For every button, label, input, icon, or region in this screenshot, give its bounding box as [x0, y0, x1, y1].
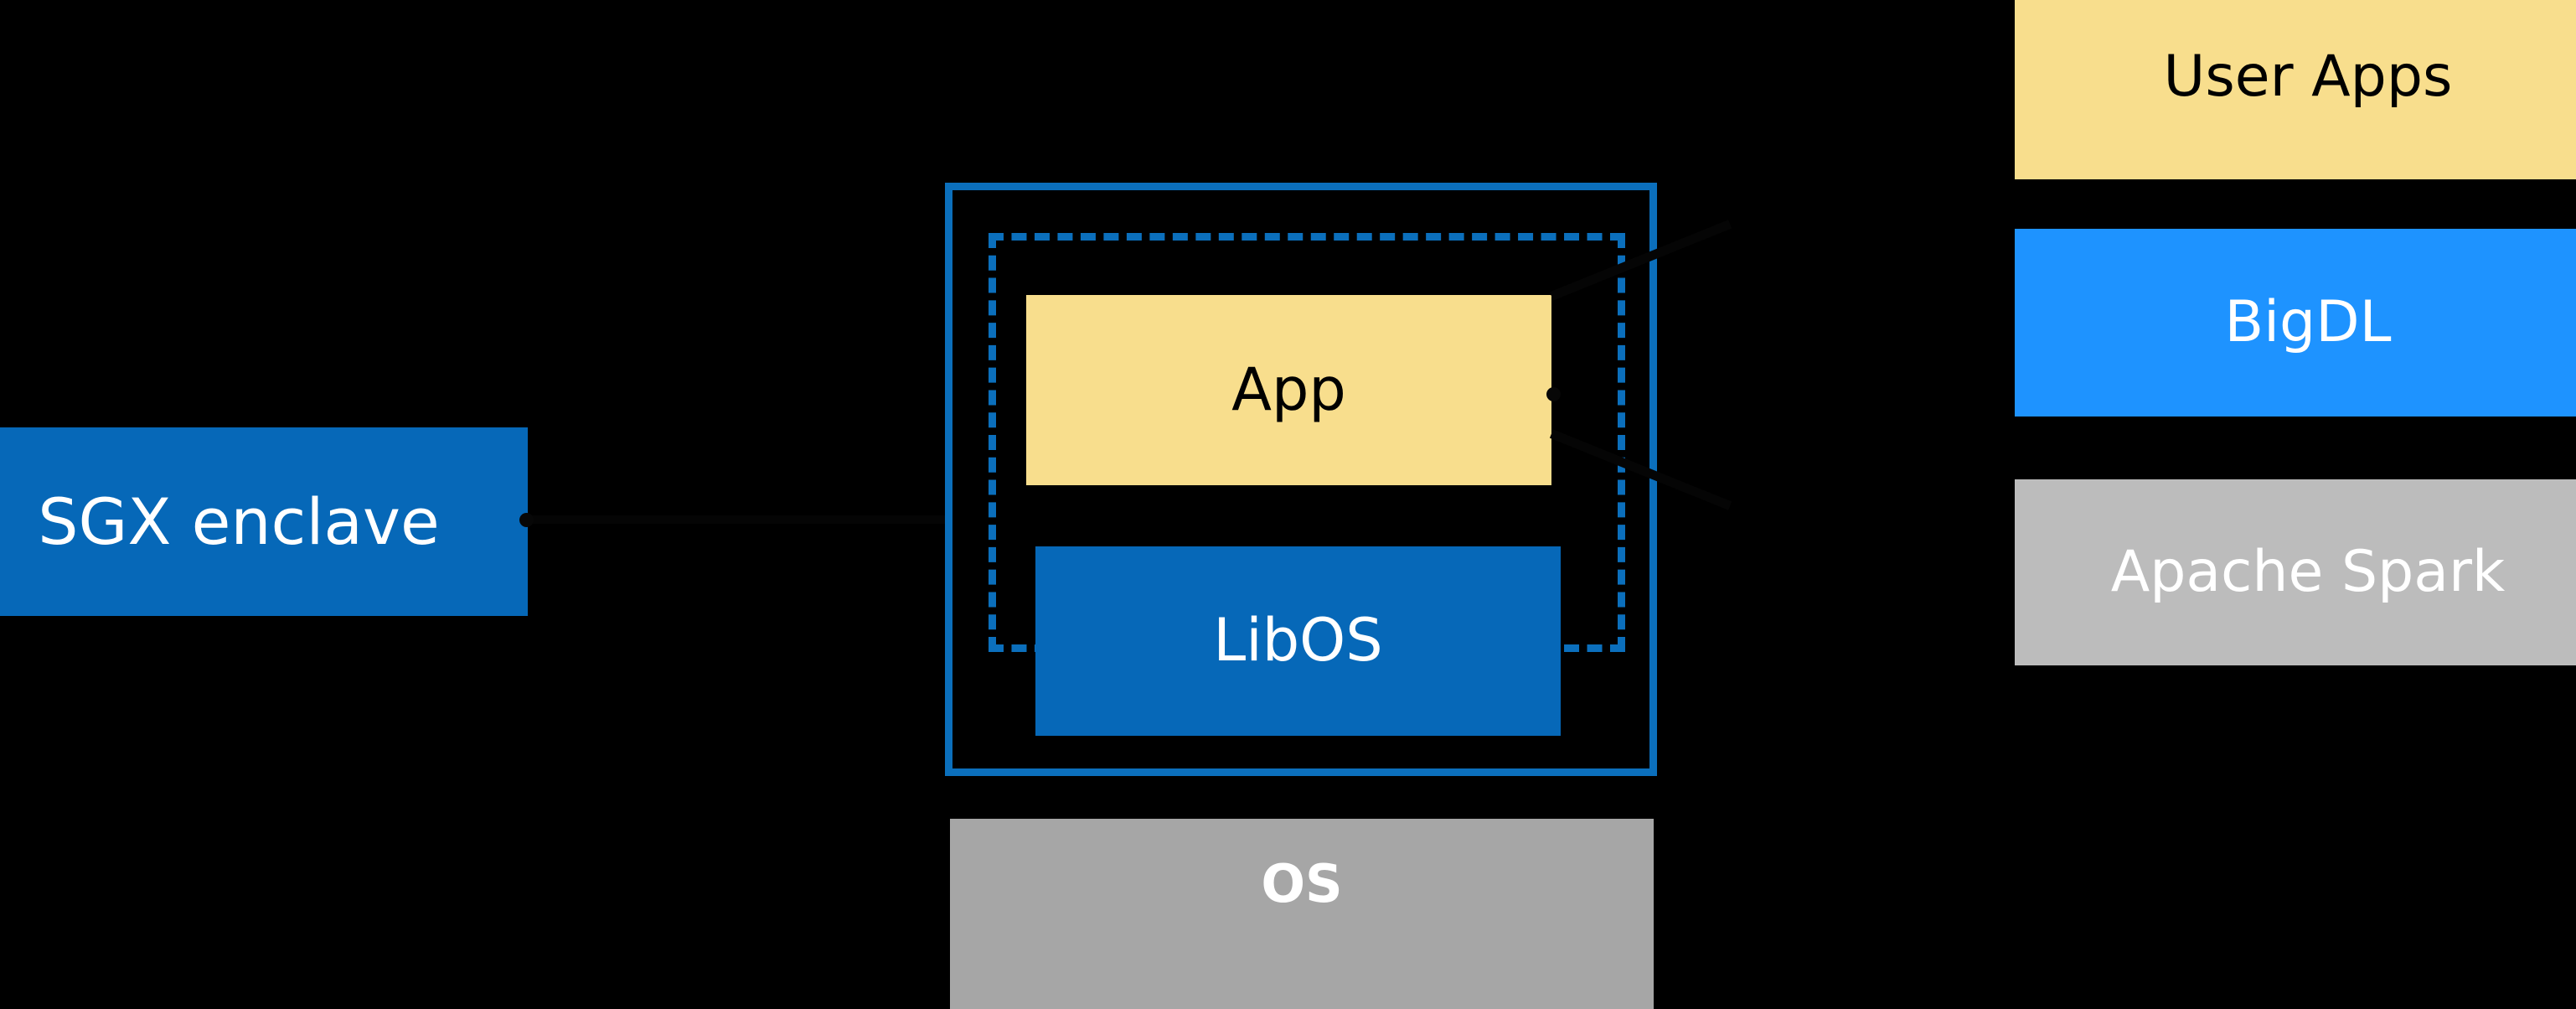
user-apps-label: User Apps — [2163, 44, 2453, 111]
arrowhead-icon-app — [1546, 387, 1561, 401]
os-box: OS — [950, 819, 1654, 1009]
user-apps-box: User Apps — [2015, 0, 2576, 179]
libos-label: LibOS — [1213, 606, 1383, 675]
apache-spark-box: Apache Spark — [2015, 479, 2576, 665]
app-box: App — [1026, 295, 1551, 485]
libos-box: LibOS — [1035, 546, 1561, 736]
bigdl-box: BigDL — [2015, 229, 2576, 417]
connector-line-sgx-to-enclave — [528, 515, 947, 524]
sgx-enclave-box: SGX enclave — [0, 427, 528, 616]
bigdl-label: BigDL — [2224, 289, 2392, 356]
apache-spark-label: Apache Spark — [2110, 539, 2506, 606]
sgx-enclave-label: SGX enclave — [38, 484, 440, 559]
arrowhead-icon-sgx — [519, 513, 534, 527]
app-label: App — [1231, 354, 1346, 424]
os-label: OS — [1261, 853, 1343, 914]
